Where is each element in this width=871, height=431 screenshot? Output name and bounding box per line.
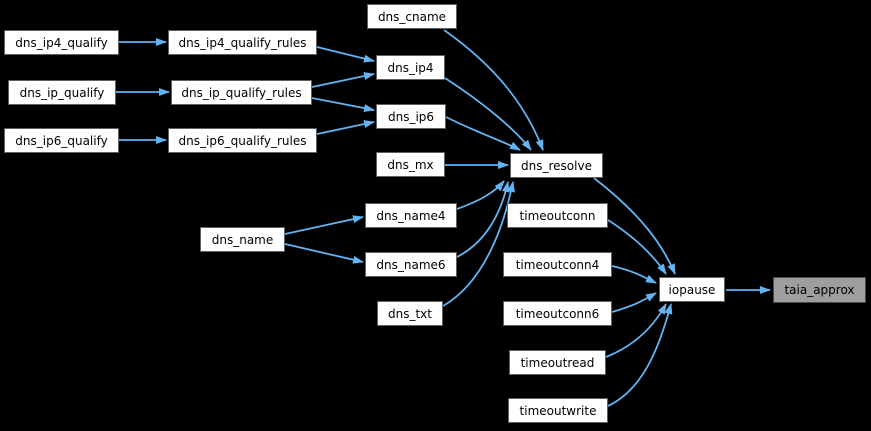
edge-dns_ip4_qualify_rules-dns_ip4 xyxy=(316,46,375,63)
edge-dns_name-dns_name4 xyxy=(284,215,364,235)
node-dns_resolve[interactable]: dns_resolve xyxy=(510,153,603,178)
edge-dns_ip6-dns_resolve xyxy=(445,116,521,151)
node-dns_ip6_qualify_rules[interactable]: dns_ip6_qualify_rules xyxy=(168,128,317,153)
node-dns_ip_qualify_rules[interactable]: dns_ip_qualify_rules xyxy=(171,80,312,105)
edge-dns_name-dns_name6 xyxy=(284,243,364,264)
node-dns_mx[interactable]: dns_mx xyxy=(376,152,445,177)
edge-dns_cname-dns_resolve xyxy=(443,29,544,151)
edge-dns_name6-dns_resolve xyxy=(456,181,510,258)
node-timeoutconn[interactable]: timeoutconn xyxy=(507,203,608,228)
node-timeoutconn6[interactable]: timeoutconn6 xyxy=(503,301,612,326)
node-dns_name[interactable]: dns_name xyxy=(200,227,285,252)
node-taia_approx: taia_approx xyxy=(773,277,866,303)
node-dns_txt[interactable]: dns_txt xyxy=(377,301,443,326)
node-dns_ip4_qualify[interactable]: dns_ip4_qualify xyxy=(4,30,119,55)
node-dns_ip4_qualify_rules[interactable]: dns_ip4_qualify_rules xyxy=(168,30,317,55)
edge-dns_ip_qualify_rules-dns_ip4 xyxy=(311,72,375,88)
edge-dns_ip4-dns_resolve xyxy=(444,77,532,151)
edge-timeoutconn4-iopause xyxy=(611,265,657,284)
edge-dns_resolve-iopause xyxy=(593,177,676,275)
edge-dns_ip_qualify_rules-dns_ip6 xyxy=(311,97,375,113)
edge-dns_ip6_qualify_rules-dns_ip6 xyxy=(316,120,375,135)
node-iopause[interactable]: iopause xyxy=(659,277,725,302)
node-dns_ip6[interactable]: dns_ip6 xyxy=(376,104,446,129)
edge-dns_name4-dns_resolve xyxy=(456,180,505,210)
edge-timeoutconn6-iopause xyxy=(611,292,657,313)
node-dns_name4[interactable]: dns_name4 xyxy=(365,203,457,228)
node-timeoutread[interactable]: timeoutread xyxy=(509,350,606,375)
node-timeoutconn4[interactable]: timeoutconn4 xyxy=(503,252,612,277)
node-dns_ip4[interactable]: dns_ip4 xyxy=(376,55,445,80)
node-dns_ip6_qualify[interactable]: dns_ip6_qualify xyxy=(4,128,119,153)
node-dns_cname[interactable]: dns_cname xyxy=(367,4,457,29)
edge-timeoutconn-iopause xyxy=(607,219,667,275)
edge-timeoutread-iopause xyxy=(605,303,667,358)
node-dns_name6[interactable]: dns_name6 xyxy=(365,252,457,277)
node-timeoutwrite[interactable]: timeoutwrite xyxy=(508,398,608,423)
edge-dns_txt-dns_resolve xyxy=(442,181,515,307)
node-dns_ip_qualify[interactable]: dns_ip_qualify xyxy=(8,80,116,105)
edge-timeoutwrite-iopause xyxy=(607,303,673,407)
